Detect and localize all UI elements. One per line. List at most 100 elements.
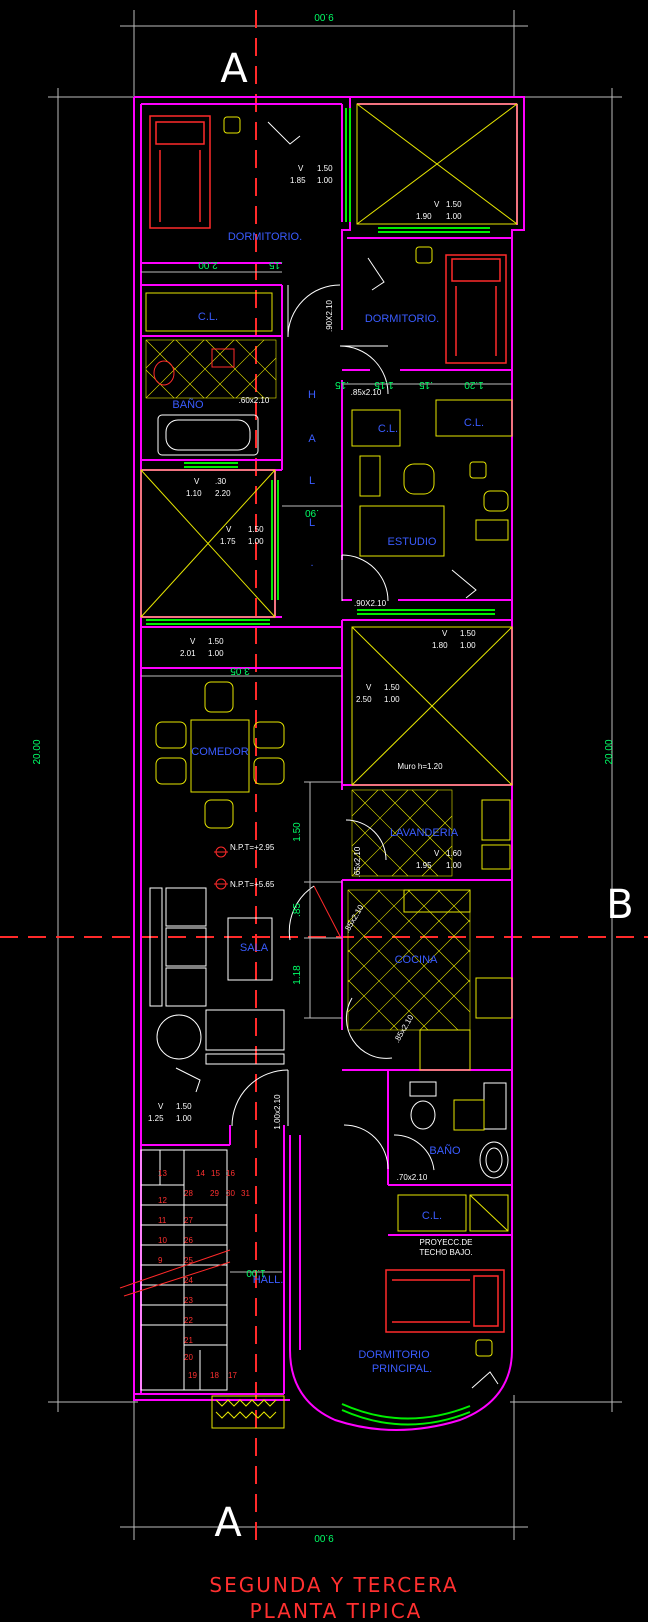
dim-120: 1.20 — [464, 379, 484, 390]
svg-text:13: 13 — [158, 1169, 167, 1178]
dim-015-b: .15 — [335, 379, 349, 390]
section-mark-b: B — [606, 882, 633, 928]
planter — [211, 1395, 285, 1429]
dim-200: 2.00 — [198, 259, 218, 270]
room-estudio: ESTUDIO — [388, 536, 437, 548]
closets — [145, 292, 513, 1232]
beds — [149, 115, 507, 1333]
room-dormitorio-2: DORMITORIO. — [365, 313, 439, 325]
svg-text:1.85: 1.85 — [290, 176, 306, 185]
svg-text:1.00: 1.00 — [208, 649, 224, 658]
door-tag-1: .90X2.10 — [325, 299, 334, 332]
svg-text:16: 16 — [226, 1169, 235, 1178]
svg-text:2.50: 2.50 — [356, 695, 372, 704]
room-bano-1: BAÑO — [172, 398, 204, 411]
svg-text:1.25: 1.25 — [148, 1114, 164, 1123]
light-wells — [140, 103, 518, 786]
svg-text:1.50: 1.50 — [384, 683, 400, 692]
svg-text:1.80: 1.80 — [432, 641, 448, 650]
svg-text:V: V — [434, 200, 440, 209]
svg-text:30: 30 — [226, 1189, 235, 1198]
door-tag-7: .85x2.10 — [392, 1013, 415, 1045]
window-tag-4: V 1.50 1.75 1.00 — [220, 525, 264, 546]
dim-150: 1.50 — [292, 822, 303, 842]
note-proyecc-2: TECHO BAJO. — [419, 1248, 472, 1257]
interior-dimension-lines — [141, 271, 512, 1273]
window-tag-2: V 1.50 1.90 1.00 — [416, 200, 462, 221]
svg-text:24: 24 — [184, 1276, 193, 1285]
section-mark-a-bottom: A — [214, 1500, 242, 1546]
svg-text:V: V — [442, 629, 448, 638]
svg-text:9: 9 — [158, 1256, 163, 1265]
note-proyecc-1: PROYECC.DE — [420, 1238, 473, 1247]
svg-text:V: V — [366, 683, 372, 692]
hall-letter-1: H — [308, 389, 316, 401]
furniture — [155, 455, 513, 1131]
svg-text:22: 22 — [184, 1316, 193, 1325]
room-dormitorio-principal-line2: PRINCIPAL. — [372, 1363, 432, 1375]
door-tag-2: .60x2.10 — [239, 396, 270, 405]
svg-text:1.00: 1.00 — [460, 641, 476, 650]
room-cl-4: C.L. — [422, 1210, 442, 1222]
svg-text:2.20: 2.20 — [215, 489, 231, 498]
note-muro: Muro h=1.20 — [397, 762, 443, 771]
room-dormitorio-principal-line1: DORMITORIO — [358, 1349, 430, 1361]
svg-text:23: 23 — [184, 1296, 193, 1305]
svg-text:1.00: 1.00 — [446, 861, 462, 870]
dimension-lines — [48, 10, 622, 1540]
svg-text:V: V — [298, 164, 304, 173]
svg-text:2.01: 2.01 — [180, 649, 196, 658]
window-tag-6: V 1.50 2.01 1.00 — [180, 637, 224, 658]
section-lines — [0, 10, 648, 1540]
door-swings — [231, 284, 435, 1171]
dim-015-c: .15 — [419, 379, 433, 390]
dim-118: 1.18 — [292, 965, 303, 985]
svg-text:1.95: 1.95 — [416, 861, 432, 870]
device-symbols — [175, 116, 499, 1389]
room-sala: SALA — [240, 942, 269, 954]
drawing-title-line2: PLANTA TIPICA — [250, 1599, 423, 1622]
hall-letter-5: . — [310, 557, 313, 569]
svg-text:29: 29 — [210, 1189, 219, 1198]
svg-text:27: 27 — [184, 1216, 193, 1225]
svg-text:V: V — [434, 849, 440, 858]
dim-width-top: 9.00 — [314, 11, 334, 22]
svg-text:26: 26 — [184, 1236, 193, 1245]
svg-text:1.50: 1.50 — [248, 525, 264, 534]
dim-length-right: 20.00 — [604, 739, 615, 764]
dim-100: 1.00 — [246, 1267, 266, 1278]
svg-text:20: 20 — [184, 1353, 193, 1362]
svg-text:1.50: 1.50 — [176, 1102, 192, 1111]
room-cocina: COCINA — [395, 954, 438, 966]
room-cl-2: C.L. — [378, 423, 398, 435]
room-bano-2: BAÑO — [429, 1144, 461, 1157]
dim-305: 3.05 — [230, 665, 250, 676]
room-dormitorio-1: DORMITORIO. — [228, 231, 302, 243]
dim-090: .90 — [305, 507, 319, 518]
svg-text:25: 25 — [184, 1256, 193, 1265]
svg-text:1.00: 1.00 — [384, 695, 400, 704]
svg-text:1.50: 1.50 — [460, 629, 476, 638]
room-lavanderia: LAVANDERIA — [390, 827, 459, 839]
window-tag-9: V 1.50 1.25 1.00 — [148, 1102, 192, 1123]
room-cl-1: C.L. — [198, 311, 218, 323]
svg-text:1.60: 1.60 — [446, 849, 462, 858]
svg-text:1.50: 1.50 — [317, 164, 333, 173]
svg-text:18: 18 — [210, 1371, 219, 1380]
svg-text:14: 14 — [196, 1169, 205, 1178]
window-tag-8: V 1.60 1.95 1.00 — [416, 849, 462, 870]
svg-text:1.00: 1.00 — [317, 176, 333, 185]
window-tag-5: V 1.50 1.80 1.00 — [432, 629, 476, 650]
svg-text:31: 31 — [241, 1189, 250, 1198]
svg-text:1.50: 1.50 — [208, 637, 224, 646]
svg-text:V: V — [226, 525, 232, 534]
svg-text:1.00: 1.00 — [176, 1114, 192, 1123]
svg-text:11: 11 — [158, 1216, 167, 1225]
note-npt-1: N.P.T=+2.95 — [230, 843, 275, 852]
svg-text:1.50: 1.50 — [446, 200, 462, 209]
door-tag-6: .85x2.10 — [342, 903, 365, 935]
door-tag-4: .90X2.10 — [354, 599, 387, 608]
window-tag-3: V .30 1.10 2.20 — [186, 477, 231, 498]
room-cl-3: C.L. — [464, 417, 484, 429]
room-comedor: COMEDOR — [191, 746, 249, 758]
